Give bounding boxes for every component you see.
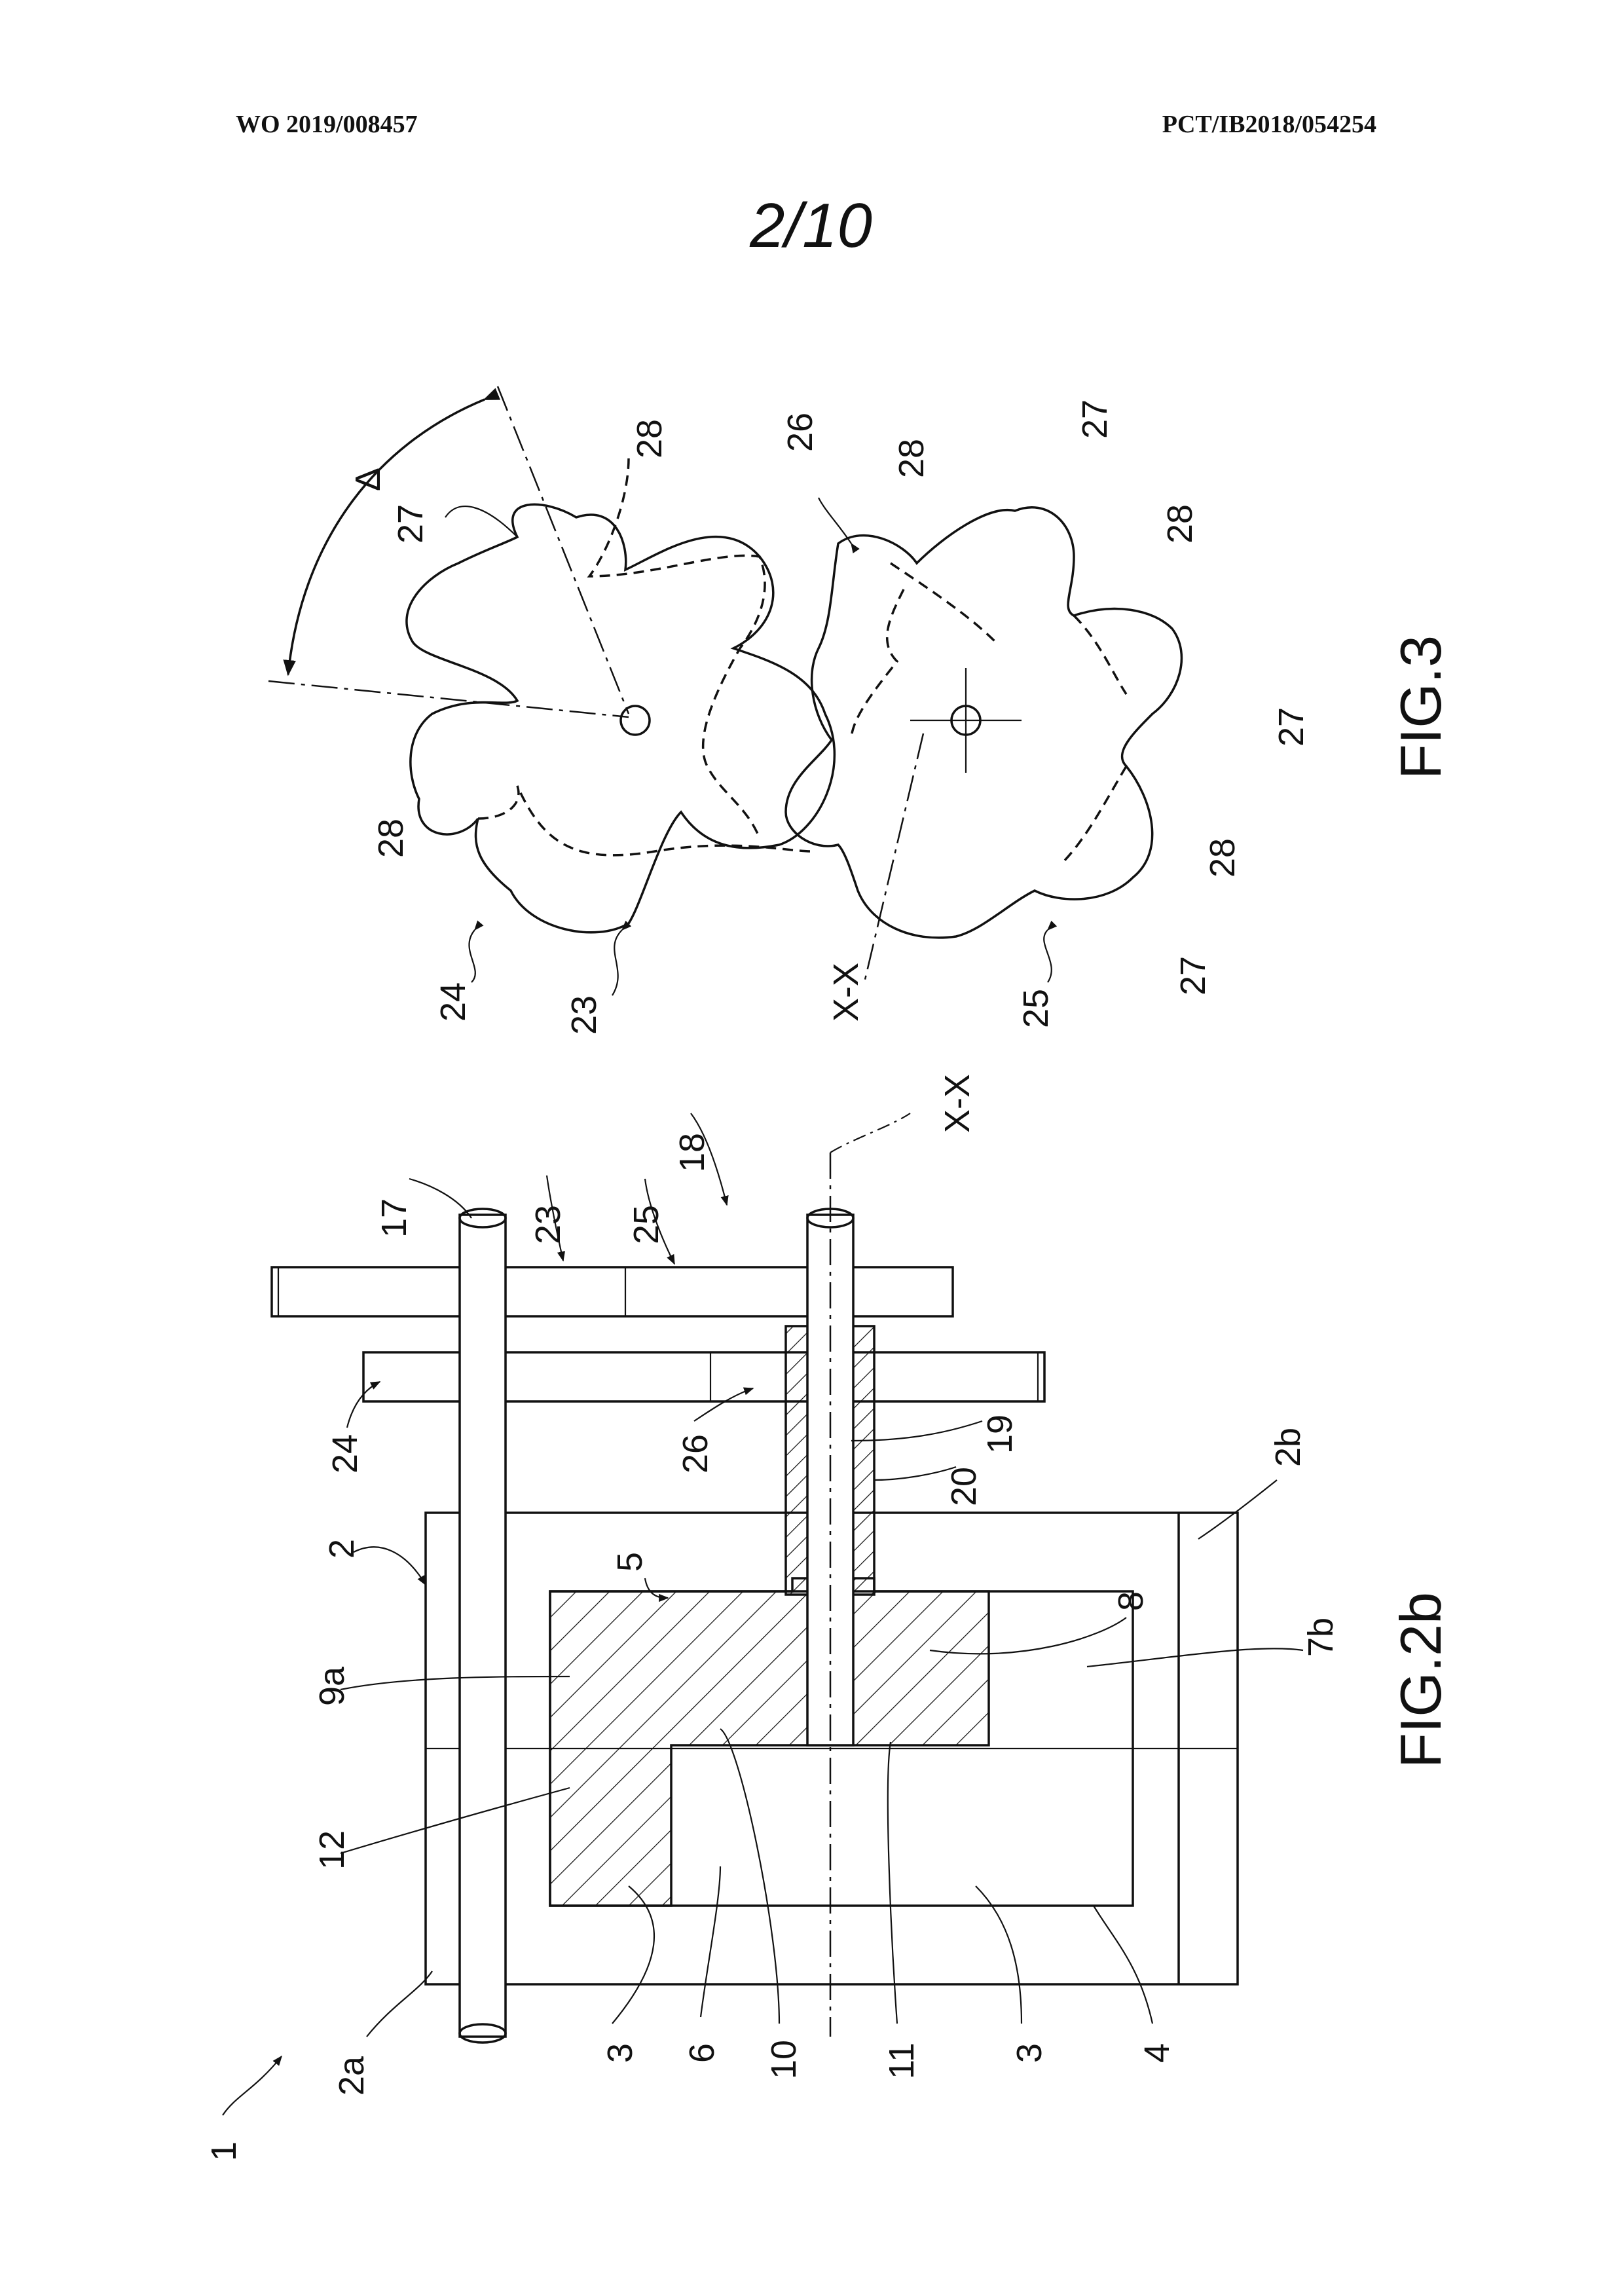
leader-26 — [694, 1388, 753, 1421]
label-17: 17 — [375, 1198, 414, 1238]
leader-6 — [701, 1866, 720, 2017]
leader-26 — [819, 498, 851, 544]
figure-3: Δ 27 28 26 28 27 28 27 28 28 27 24 23 X-… — [268, 386, 1453, 1035]
label-5: 5 — [610, 1552, 650, 1572]
label-7b: 7b — [1301, 1618, 1340, 1657]
angle-line-1 — [498, 386, 629, 714]
label-27: 27 — [391, 504, 430, 544]
label-24: 24 — [325, 1434, 365, 1473]
leader-17 — [409, 1179, 471, 1218]
label-28: 28 — [1160, 504, 1200, 544]
label-24: 24 — [433, 982, 473, 1022]
label-8: 8 — [1111, 1591, 1151, 1611]
rotor-23-center — [621, 706, 650, 735]
label-x-x: X-X — [938, 1074, 977, 1133]
leader-25 — [1044, 930, 1052, 982]
axis-leader — [830, 1113, 910, 1153]
label-10: 10 — [764, 2040, 803, 2079]
label-11: 11 — [882, 2043, 921, 2079]
label-28: 28 — [371, 819, 411, 858]
label-2b: 2b — [1268, 1428, 1308, 1467]
label-19: 19 — [980, 1415, 1020, 1454]
label-25: 25 — [627, 1205, 666, 1244]
label-23: 23 — [528, 1205, 568, 1244]
label-2: 2 — [322, 1539, 361, 1559]
label-27: 27 — [1272, 707, 1311, 747]
axis-x-x — [864, 733, 923, 982]
rotor-25-profile — [786, 508, 1181, 938]
leader-1 — [223, 2056, 282, 2115]
label-3: 3 — [1010, 2043, 1049, 2063]
leader-2 — [354, 1547, 426, 1585]
label-27: 27 — [1173, 956, 1213, 995]
label-delta: Δ — [348, 468, 388, 491]
angle-line-2 — [268, 681, 629, 717]
label-23: 23 — [564, 995, 604, 1035]
label-20: 20 — [944, 1467, 984, 1506]
leader-4 — [1094, 1906, 1152, 2024]
label-27: 27 — [1075, 399, 1115, 439]
leader-24 — [469, 930, 475, 982]
label-9a: 9a — [312, 1666, 352, 1706]
label-3: 3 — [600, 2043, 640, 2063]
leader-27 — [445, 506, 517, 537]
rotor-24-profile — [478, 458, 812, 855]
label-26: 26 — [781, 413, 820, 452]
label-6: 6 — [682, 2043, 722, 2063]
leader-23 — [612, 930, 622, 995]
label-26: 26 — [676, 1434, 715, 1473]
rotor-5 — [550, 1578, 989, 1906]
label-x-x: X-X — [826, 963, 866, 1022]
figure-2b: 17 23 25 18 X-X 24 26 19 20 2b 2 5 8 7b … — [204, 1074, 1453, 2161]
figure-2b-caption: FIG.2b — [1388, 1592, 1453, 1768]
leader-2a — [367, 1971, 432, 2037]
label-28: 28 — [630, 419, 669, 458]
shaft-17 — [460, 1215, 506, 2037]
leader-10 — [720, 1729, 779, 2024]
angle-arc — [288, 399, 485, 675]
label-1: 1 — [204, 2141, 244, 2161]
label-12: 12 — [312, 1830, 352, 1870]
rotor-26-profile — [851, 563, 1126, 864]
leader-7b — [1087, 1648, 1303, 1667]
label-25: 25 — [1016, 989, 1056, 1028]
label-28: 28 — [892, 439, 931, 478]
figure-3-caption: FIG.3 — [1388, 635, 1453, 779]
label-4: 4 — [1137, 2043, 1177, 2063]
leader-12 — [341, 1788, 570, 1853]
leader-11 — [888, 1742, 897, 2024]
label-28: 28 — [1203, 838, 1242, 878]
label-2a: 2a — [332, 2056, 371, 2096]
leader-9a — [341, 1676, 570, 1690]
